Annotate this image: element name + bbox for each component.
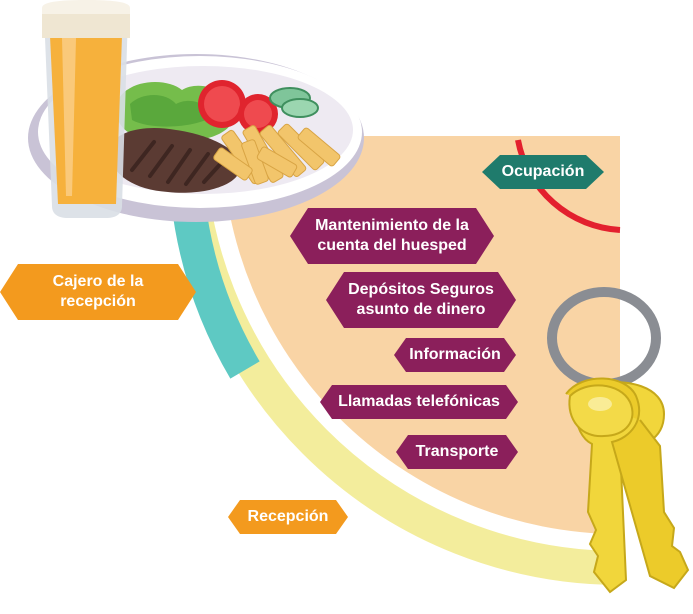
keys-icon: [547, 287, 690, 594]
label-mantenimiento-text: Mantenimiento de la cuenta del huesped: [315, 217, 469, 254]
label-informacion: Información: [394, 338, 516, 372]
label-depositos-text: Depósitos Seguros asunto de dinero: [348, 281, 494, 318]
label-cajero-text: Cajero de la recepción: [52, 273, 144, 310]
label-ocupacion: Ocupación: [482, 155, 604, 189]
beer-glass-icon: [42, 0, 130, 218]
label-recepcion-text: Recepción: [247, 508, 329, 525]
label-llamadas-text: Llamadas telefónicas: [338, 393, 500, 410]
label-ocupacion-text: Ocupación: [501, 163, 585, 180]
label-mantenimiento: Mantenimiento de la cuenta del huesped: [290, 208, 494, 264]
label-transporte: Transporte: [396, 435, 518, 469]
label-transporte-text: Transporte: [415, 443, 499, 460]
label-recepcion: Recepción: [228, 500, 348, 534]
label-depositos: Depósitos Seguros asunto de dinero: [326, 272, 516, 328]
label-llamadas: Llamadas telefónicas: [320, 385, 518, 419]
label-informacion-text: Información: [409, 346, 501, 363]
label-cajero: Cajero de la recepción: [0, 264, 196, 320]
